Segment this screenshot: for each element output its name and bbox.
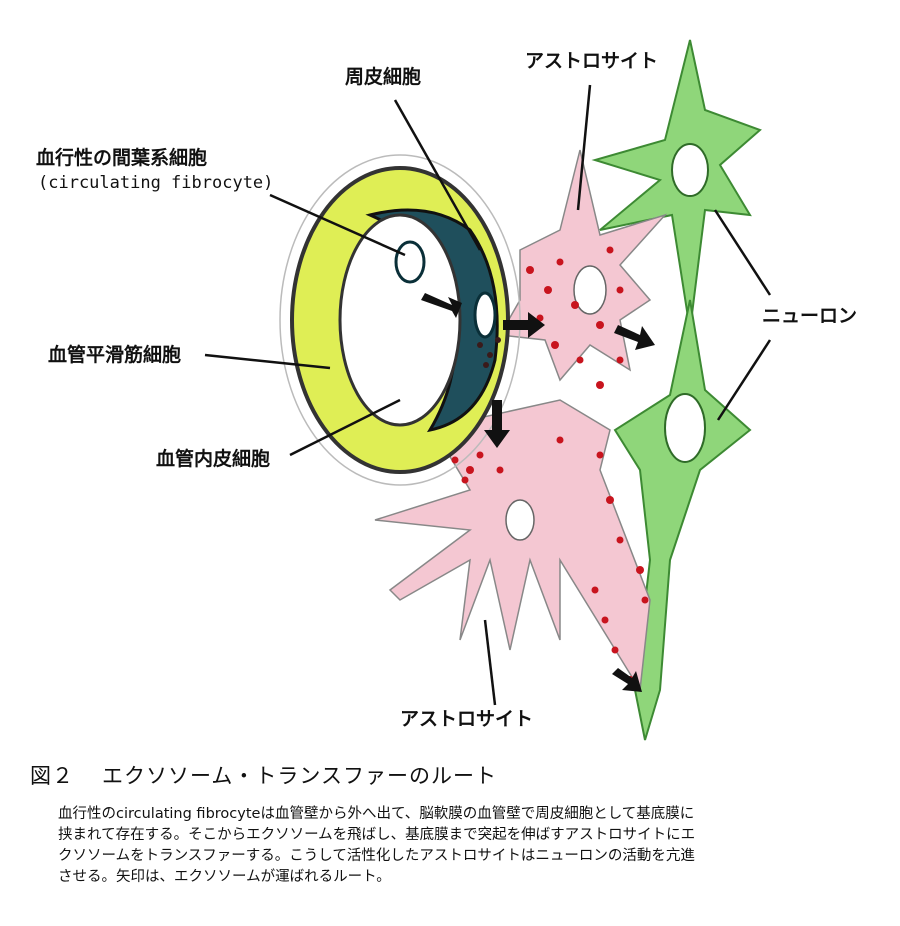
figure-caption-body: 血行性のcirculating fibrocyteは血管壁から外へ出て、脳軟膜の… <box>58 804 863 888</box>
blood-vessel <box>279 154 521 486</box>
exosome-transfer-diagram <box>204 39 772 741</box>
label-smooth-muscle: 血管平滑筋細胞 <box>48 344 182 366</box>
caption-line: させる。矢印は、エクソソームが運ばれるルート。 <box>58 869 391 886</box>
transfer-arrows <box>421 293 655 692</box>
caption-line: 挟まれて存在する。そこからエクソソームを飛ばし、基底膜まで突起を伸ばすアストロサ… <box>58 827 696 844</box>
figure-number: 図２ <box>30 764 74 788</box>
label-pericyte: 周皮細胞 <box>345 66 422 88</box>
caption-line: 血行性のcirculating fibrocyteは血管壁から外へ出て、脳軟膜の… <box>58 806 695 822</box>
label-mesenchymal-sub: (circulating fibrocyte) <box>38 173 274 193</box>
exosome-dots <box>451 246 649 684</box>
figure-title: エクソソーム・トランスファーのルート <box>102 764 497 788</box>
astrocyte-lower <box>374 399 651 693</box>
caption-line: クソソームをトランスファーする。こうして活性化したアストロサイトはニューロンの活… <box>58 848 695 865</box>
label-mesenchymal: 血行性の間葉系細胞 <box>36 147 208 169</box>
leader-lines <box>204 84 772 706</box>
label-endothelial: 血管内皮細胞 <box>156 448 271 470</box>
label-astrocyte-bottom: アストロサイト <box>400 708 534 730</box>
neuron-lower <box>613 299 752 741</box>
label-neuron: ニューロン <box>762 305 858 327</box>
figure-caption-title: 図２ エクソソーム・トランスファーのルート <box>30 760 497 790</box>
label-astrocyte-top: アストロサイト <box>525 50 659 72</box>
